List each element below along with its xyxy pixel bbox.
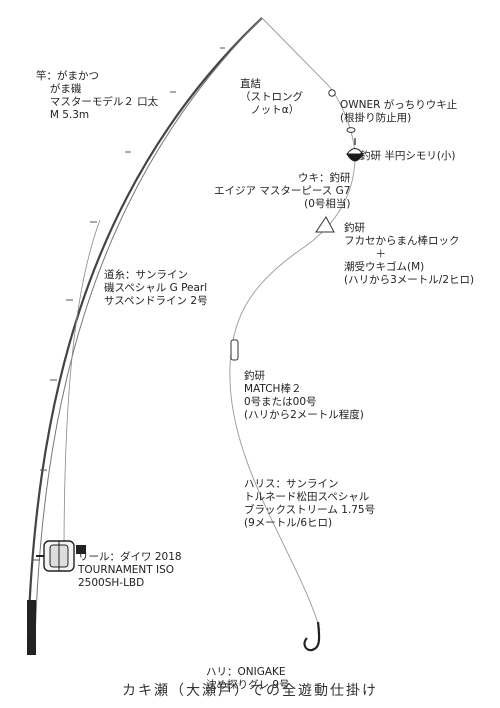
rig-label: 釣研フカセからまん棒ロック ＋潮受ウキゴム(M)(ハリから3メートル/2ヒロ) (344, 222, 475, 286)
diagram-caption: カキ瀬（大瀬戸）での全遊動仕掛け (122, 683, 378, 699)
leader-label: ハリス：サンライントルネード松田スペシャルブラックストリーム 1.75号(9メー… (244, 478, 376, 529)
knot-label: 直結（ストロング ノットα） (240, 78, 303, 116)
shimori-label: 釣研 半円シモリ(小) (360, 150, 456, 162)
shimori-bead-icon (346, 127, 356, 133)
main-line-on-rod (63, 219, 101, 556)
hook-icon (303, 621, 321, 652)
fishing-rod-inner (34, 17, 263, 641)
float-stopper-label: OWNER がっちりウキ止(根掛り防止用) (340, 99, 458, 124)
spinning-reel-icon (36, 540, 86, 572)
sinker-icon (230, 339, 239, 361)
rod-guides (33, 47, 225, 561)
float-stopper-icon (328, 89, 336, 97)
rod-label: 竿：がまかつ がま磯 マスターモデル２ 口太 M 5.3m (36, 70, 159, 121)
fishing-rod (26, 17, 263, 641)
rod-grip (27, 600, 36, 655)
stopper-cone-icon (315, 216, 335, 233)
float-label: ウキ：釣研エイジア マスターピース G7(0号相当) (214, 172, 351, 210)
float-icon (346, 138, 364, 162)
